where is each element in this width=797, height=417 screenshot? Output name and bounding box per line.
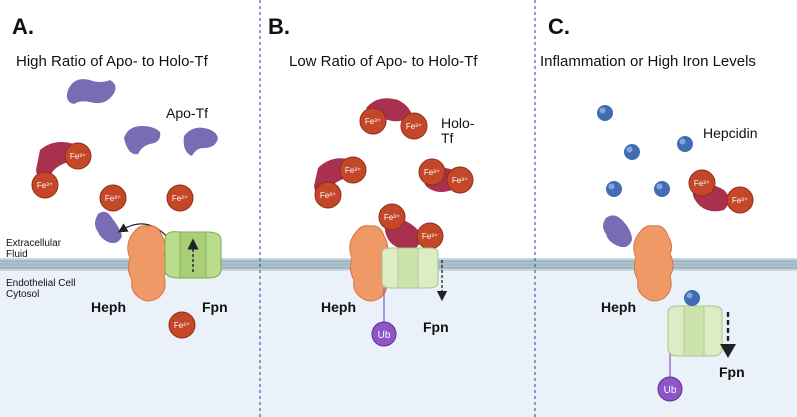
hepcidin-peptide (624, 144, 640, 160)
iron-label: Fe³⁺ (424, 168, 440, 177)
ubiquitin-label: Ub (378, 330, 391, 341)
hephaestin-protein (349, 225, 390, 302)
panel-b-letter: B. (268, 14, 290, 39)
fpn-label: Fpn (423, 319, 449, 335)
iron-label: Fe³⁺ (694, 179, 710, 188)
hepcidin-peptide (606, 181, 622, 197)
panel-a-letter: A. (12, 14, 34, 39)
holo-tf-label: Holo- Tf (441, 115, 478, 146)
ferroportin-channel (683, 305, 705, 357)
heph-label: Heph (601, 299, 636, 315)
ferroportin-channel (397, 247, 419, 289)
iron-label: Fe³⁺ (406, 122, 422, 131)
ubiquitin (657, 376, 683, 402)
ubiquitin-label: Ub (664, 385, 677, 396)
ubiquitin (371, 321, 397, 347)
hephaestin-protein (633, 225, 674, 302)
apo-tf-protein (66, 79, 116, 104)
iron-label: Fe³⁺ (732, 196, 748, 205)
apo-tf-protein (603, 215, 632, 248)
iron-label: Fe²⁺ (172, 194, 188, 203)
apo-tf-label: Apo-Tf (166, 105, 208, 121)
iron-label: Fe³⁺ (365, 117, 381, 126)
hepcidin-peptide (654, 181, 670, 197)
cytosol-label: Endothelial Cell Cytosol (6, 278, 78, 300)
hepcidin-label: Hepcidin (703, 125, 757, 141)
apo-tf-protein (95, 211, 122, 244)
heph-label: Heph (91, 299, 126, 315)
panel-b-title: Low Ratio of Apo- to Holo-Tf (289, 53, 478, 70)
iron-label: Fe³⁺ (320, 191, 336, 200)
panel-a-title: High Ratio of Apo- to Holo-Tf (16, 53, 209, 70)
iron-label: Fe³⁺ (384, 213, 400, 222)
iron-label: Fe³⁺ (105, 194, 121, 203)
panel-c-letter: C. (548, 14, 570, 39)
iron-label: Fe³⁺ (70, 152, 86, 161)
hepcidin-peptide (597, 105, 613, 121)
iron-label: Fe²⁺ (174, 321, 190, 330)
iron-label: Fe³⁺ (452, 176, 468, 185)
iron-label: Fe³⁺ (345, 166, 361, 175)
hepcidin-peptide (684, 290, 700, 306)
panel-c-title: Inflammation or High Iron Levels (540, 53, 756, 70)
iron-label: Fe³⁺ (37, 181, 53, 190)
iron-label: Fe³⁺ (422, 232, 438, 241)
hephaestin-protein (127, 225, 168, 302)
internalization-arrowhead (720, 344, 736, 358)
heph-label: Heph (321, 299, 356, 315)
apo-tf-protein (124, 126, 161, 155)
fpn-label: Fpn (202, 299, 228, 315)
apo-tf-protein (183, 127, 218, 156)
fpn-label: Fpn (719, 364, 745, 380)
hepcidin-peptide (677, 136, 693, 152)
extracellular-label: Extracellular Fluid (6, 238, 64, 260)
